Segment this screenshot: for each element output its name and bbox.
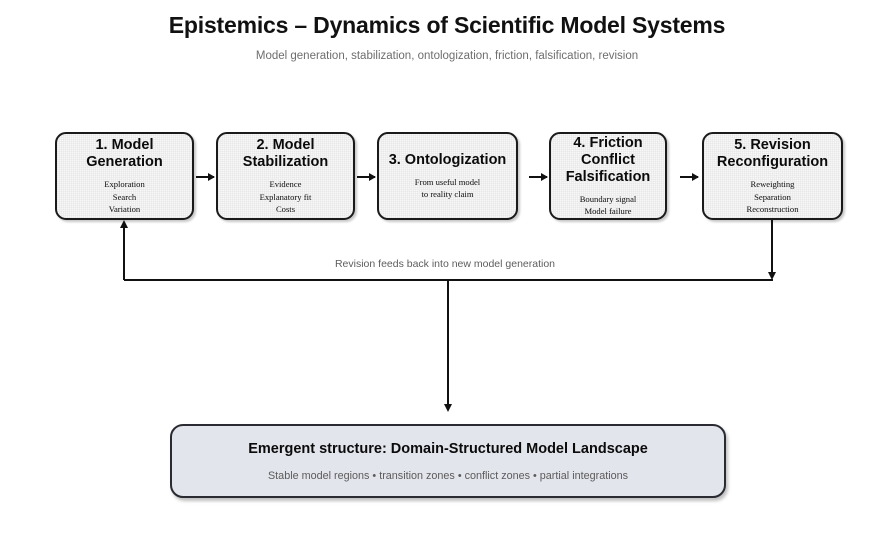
- outcome-box[interactable]: Emergent structure: Domain-Structured Mo…: [170, 424, 726, 498]
- connector-arrowhead-outcome: [443, 404, 452, 412]
- stage-details: Boundary signal Model failure: [579, 193, 637, 217]
- stage-details: Exploration Search Variation: [104, 179, 145, 214]
- feedback-segment-down-from-stage5: [771, 220, 773, 272]
- feedback-arrowhead-up: [119, 220, 128, 228]
- stage-box-revision-reconfiguration[interactable]: 5. Revision Reconfiguration Reweighting …: [702, 132, 843, 220]
- stage-details: Reweighting Separation Reconstruction: [746, 179, 799, 214]
- stage-box-friction-conflict-falsification[interactable]: 4. Friction Conflict Falsification Bound…: [549, 132, 667, 220]
- stage-heading: 4. Friction Conflict Falsification: [565, 134, 651, 185]
- outcome-title: Emergent structure: Domain-Structured Mo…: [248, 440, 648, 457]
- outcome-subtitle: Stable model regions • transition zones …: [267, 469, 629, 482]
- connector-to-outcome: [447, 280, 449, 404]
- stage-box-model-generation[interactable]: 1. Model Generation Exploration Search V…: [55, 132, 194, 220]
- stage-box-model-stabilization[interactable]: 2. Model Stabilization Evidence Explanat…: [216, 132, 355, 220]
- arrow-stage2-to-stage3: [357, 173, 376, 181]
- stage-heading: 1. Model Generation: [86, 137, 163, 171]
- arrow-stage3-to-stage4: [529, 173, 548, 181]
- arrow-stage4-to-stage5: [680, 173, 699, 181]
- arrow-stage1-to-stage2: [196, 173, 215, 181]
- stage-details: Evidence Explanatory fit Costs: [259, 179, 312, 214]
- feedback-segment-up-to-stage1: [123, 228, 125, 280]
- stage-heading: 2. Model Stabilization: [242, 137, 329, 171]
- feedback-loop-label: Revision feeds back into new model gener…: [334, 258, 556, 270]
- stage-details: From useful model to reality claim: [414, 176, 481, 200]
- page-title: Epistemics – Dynamics of Scientific Mode…: [168, 12, 726, 38]
- stage-heading: 3. Ontologization: [388, 151, 507, 168]
- stage-box-ontologization[interactable]: 3. Ontologization From useful model to r…: [377, 132, 518, 220]
- page-subtitle: Model generation, stabilization, ontolog…: [255, 50, 639, 62]
- feedback-arrowhead-down: [767, 272, 776, 280]
- stage-heading: 5. Revision Reconfiguration: [716, 137, 829, 171]
